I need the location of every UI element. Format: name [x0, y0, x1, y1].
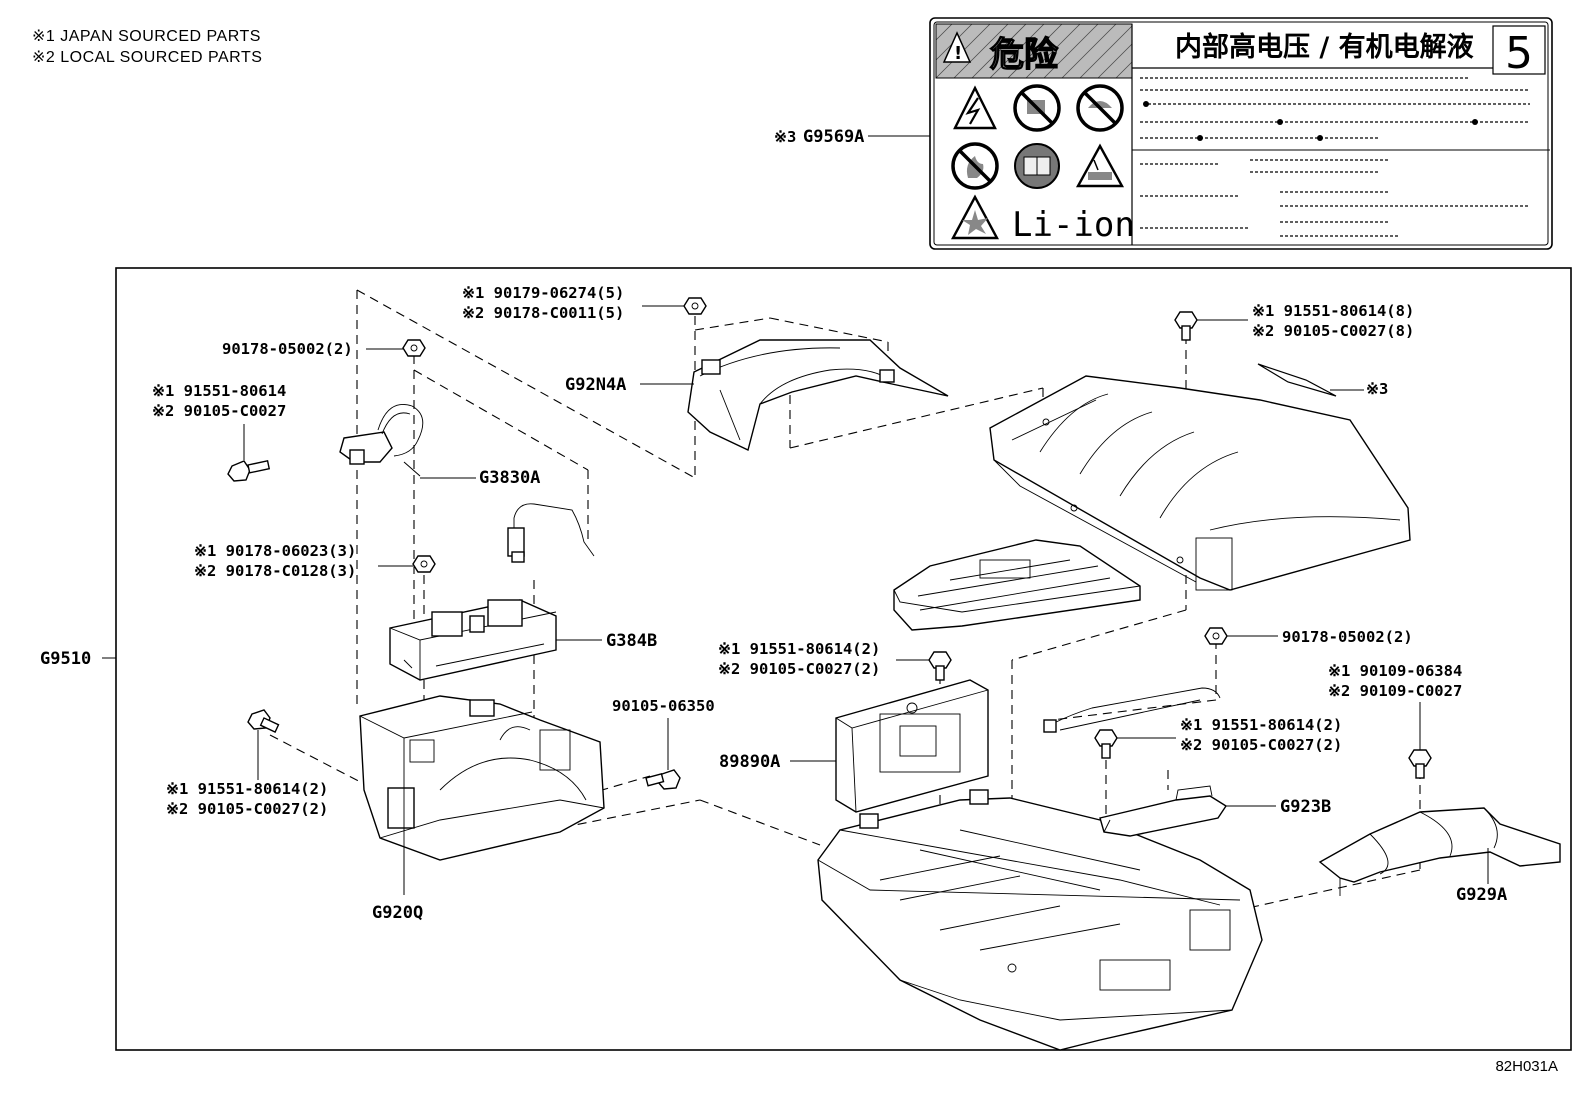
- bolt-90105-06350[interactable]: [645, 769, 681, 790]
- bolt-91551-80614-g920q[interactable]: [247, 709, 280, 733]
- bolt-91551-80614-cover[interactable]: [1174, 311, 1198, 341]
- liion-text: Li-ion: [1012, 205, 1135, 245]
- read-manual-icon: [1014, 143, 1060, 189]
- high-voltage-warning-icon: [953, 85, 997, 130]
- part-label-g9569a[interactable]: G9569A: [803, 127, 864, 147]
- explosion-warning-icon: [950, 194, 1000, 240]
- part-label-89890a[interactable]: 89890A: [719, 752, 780, 772]
- label-91551-80614-1[interactable]: ※1 91551-80614: [152, 382, 286, 400]
- corrosive-icon: [1075, 143, 1125, 188]
- tray-g920q[interactable]: [359, 695, 605, 895]
- label-91551-80614-8[interactable]: ※1 91551-80614(8): [1252, 302, 1414, 320]
- sensor-harness[interactable]: [507, 503, 595, 563]
- label-91551-80614-2-left[interactable]: ※1 91551-80614(2): [166, 780, 328, 798]
- g9569a-mark: ※3: [774, 128, 796, 146]
- warning-number: 5: [1505, 28, 1533, 79]
- duct-g929a[interactable]: [1318, 807, 1561, 896]
- label-90105-c0027-2-left[interactable]: ※2 90105-C0027(2): [166, 800, 328, 818]
- harness-bracket[interactable]: [1043, 687, 1221, 733]
- battery-tray-assembly[interactable]: [817, 789, 1263, 1051]
- danger-triangle-icon: !: [942, 31, 972, 64]
- bracket-g923b[interactable]: [1099, 785, 1227, 837]
- label-90109-c0027-2[interactable]: ※2 90109-C0027: [1328, 682, 1462, 700]
- label-90178-05002-right[interactable]: 90178-05002(2): [1282, 628, 1413, 646]
- legend-japan-sourced: ※1 JAPAN SOURCED PARTS: [32, 28, 261, 45]
- legend-local-sourced: ※2 LOCAL SOURCED PARTS: [32, 49, 263, 66]
- label-90105-c0027-2-g923b[interactable]: ※2 90105-C0027(2): [1180, 736, 1342, 754]
- label-91551-80614-2-ecu[interactable]: ※1 91551-80614(2): [718, 640, 880, 658]
- nut-90179-06274[interactable]: [683, 297, 707, 315]
- bolt-90109-06384[interactable]: [1408, 749, 1432, 779]
- duct-g92n4a[interactable]: [687, 339, 949, 451]
- label-position-marker: [1257, 363, 1337, 397]
- svg-text:!: !: [954, 43, 962, 64]
- diagram-code: 82H031A: [1495, 1058, 1558, 1075]
- nut-90178-06023[interactable]: [412, 555, 436, 573]
- mark3-label: ※3: [1366, 380, 1388, 398]
- bolt-91551-80614-left[interactable]: [227, 460, 271, 482]
- label-91551-80614-2-g923b[interactable]: ※1 91551-80614(2): [1180, 716, 1342, 734]
- no-water-icon: [1076, 84, 1124, 132]
- label-90178-06023-1[interactable]: ※1 90178-06023(3): [194, 542, 356, 560]
- ecu-89890a[interactable]: [835, 679, 989, 813]
- label-90179-06274-1[interactable]: ※1 90179-06274(5): [462, 284, 624, 302]
- bolt-91551-80614-g923b[interactable]: [1094, 729, 1118, 759]
- part-label-g929a[interactable]: G929A: [1456, 885, 1507, 905]
- label-90178-c0011-2[interactable]: ※2 90178-C0011(5): [462, 304, 624, 322]
- label-90105-c0027-2[interactable]: ※2 90105-C0027: [152, 402, 286, 420]
- bracket-g3830a[interactable]: [339, 404, 424, 477]
- part-label-g3830a[interactable]: G3830A: [479, 468, 540, 488]
- label-90109-06384-1[interactable]: ※1 90109-06384: [1328, 662, 1462, 680]
- part-label-g384b[interactable]: G384B: [606, 631, 657, 651]
- battery-upper-cover[interactable]: [989, 375, 1411, 591]
- part-label-g920q[interactable]: G920Q: [372, 903, 423, 923]
- label-90178-c0128-2[interactable]: ※2 90178-C0128(3): [194, 562, 356, 580]
- part-label-g92n4a[interactable]: G92N4A: [565, 375, 626, 395]
- assembly-group-box: [115, 267, 1572, 1051]
- label-90178-05002-left[interactable]: 90178-05002(2): [222, 340, 353, 358]
- danger-text: 危险: [990, 35, 1059, 75]
- bolt-91551-80614-89890a[interactable]: [928, 651, 952, 681]
- part-label-g9510[interactable]: G9510: [40, 649, 91, 669]
- label-90105-c0027-2-ecu[interactable]: ※2 90105-C0027(2): [718, 660, 880, 678]
- battery-mid-plate[interactable]: [893, 539, 1141, 631]
- nut-90178-05002-right[interactable]: [1204, 627, 1228, 645]
- part-label-g923b[interactable]: G923B: [1280, 797, 1331, 817]
- label-90105-c0027-8[interactable]: ※2 90105-C0027(8): [1252, 322, 1414, 340]
- warning-title: 内部高电压 / 有机电解液: [1175, 31, 1474, 63]
- label-90105-06350[interactable]: 90105-06350: [612, 697, 715, 715]
- nut-90178-05002-left[interactable]: [402, 339, 426, 357]
- no-disassembly-icon: [1013, 84, 1061, 132]
- no-fire-icon: [951, 142, 999, 190]
- ecu-block-g384b[interactable]: [389, 599, 557, 681]
- warning-label[interactable]: ! 危险 内部高电压 / 有机电解液 5: [929, 17, 1553, 250]
- parts-legend: ※1 JAPAN SOURCED PARTS ※2 LOCAL SOURCED …: [32, 26, 262, 68]
